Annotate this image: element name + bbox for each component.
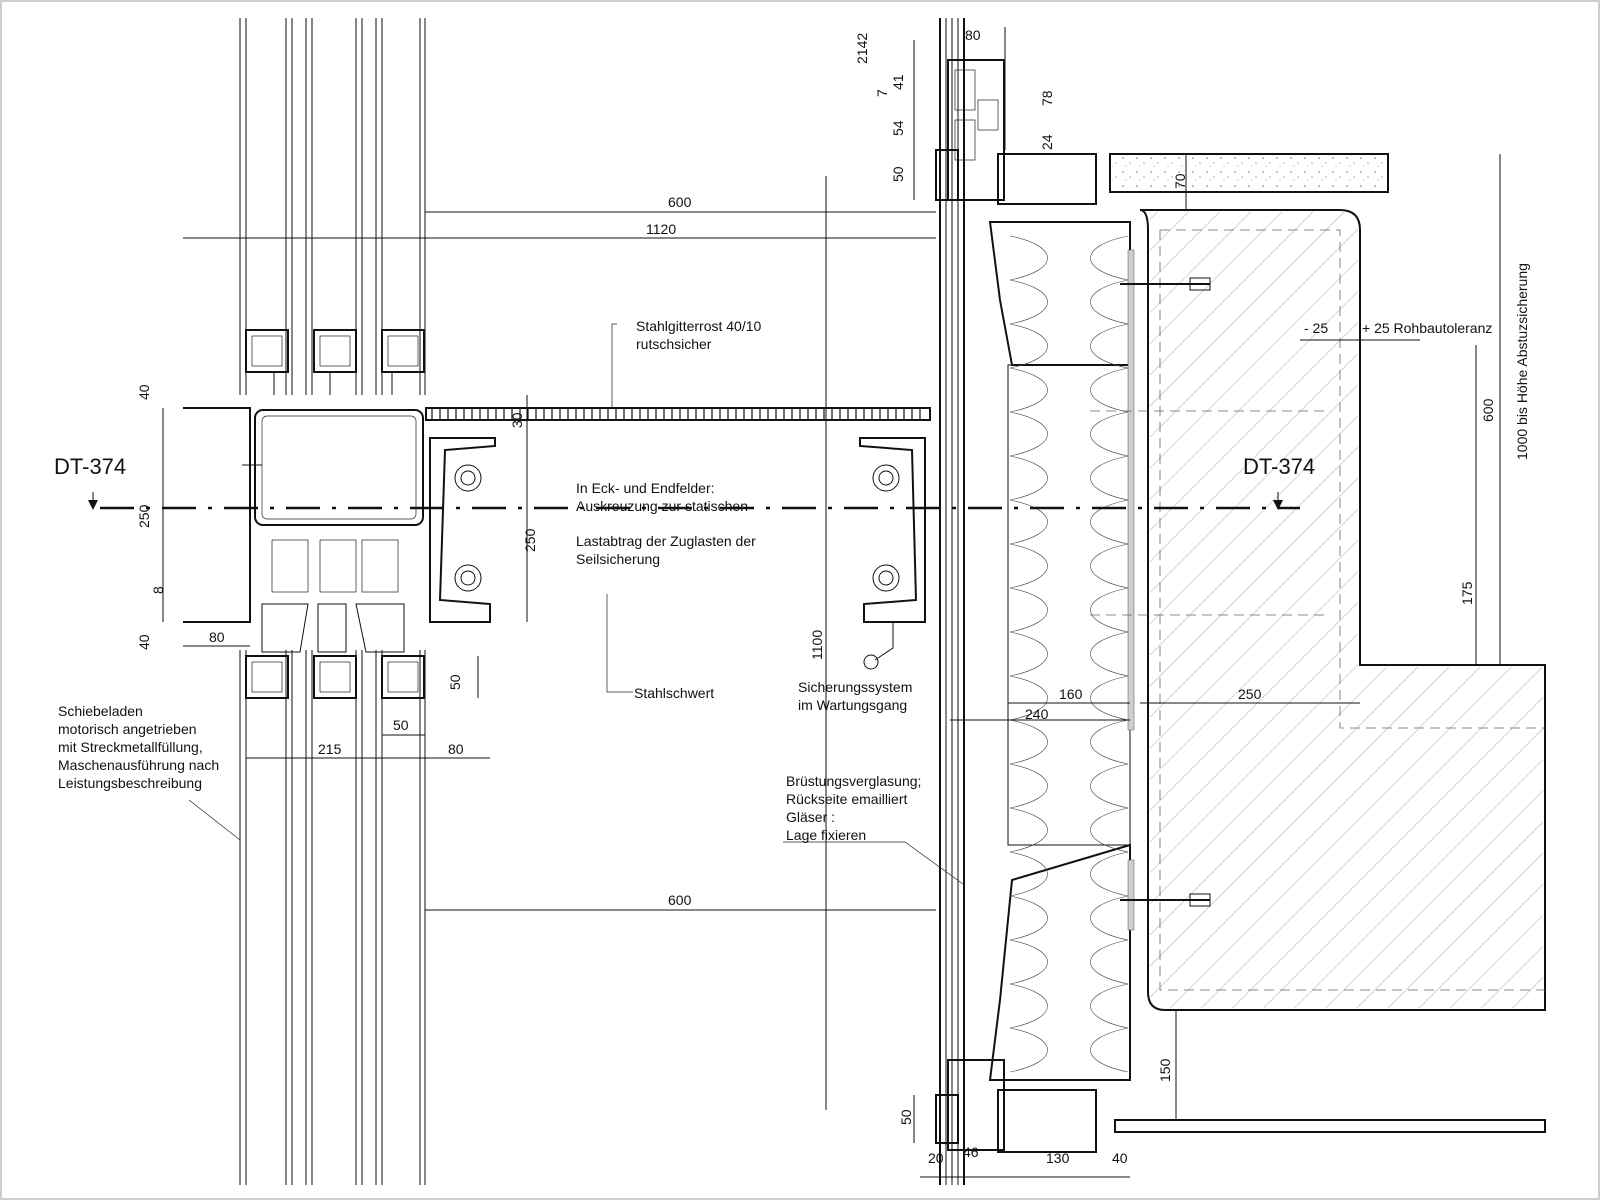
label-grating-1: Stahlgitterrost 40/10 [636,318,762,334]
section-mark-left: DT-374 [54,454,126,479]
label-corner-1: In Eck- und Endfelder: [576,480,715,496]
dim-80-left: 80 [209,629,225,645]
dim-1120: 1120 [646,221,676,237]
section-line [88,492,1300,510]
label-safety-1: Sicherungssystem [798,679,912,695]
dim-130: 130 [1046,1150,1070,1166]
label-height-note: 1000 bis Höhe Abstuzsicherung [1514,263,1530,460]
label-shutter-2: motorisch angetrieben [58,721,197,737]
dim-80-top: 80 [965,27,981,43]
label-shutter-4: Maschenausführung nach [58,757,219,773]
dim-40-bottom: 40 [1112,1150,1128,1166]
leader-lines [188,323,964,885]
dim-30: 30 [509,412,525,428]
label-grating-2: rutschsicher [636,336,712,352]
label-shutter-3: mit Streckmetallfüllung, [58,739,203,755]
dim-46: 46 [963,1144,979,1160]
label-tolerance: + 25 Rohbautoleranz [1362,320,1492,336]
label-corner-3: Lastabtrag der Zuglasten der [576,533,756,549]
dimension-lines [162,27,1501,1178]
dim-50-vertical: 50 [447,674,463,690]
label-shutter-1: Schiebeladen [58,703,143,719]
dim-600-right: 600 [1480,398,1496,422]
dim-7: 7 [874,89,890,97]
label-corner-4: Seilsicherung [576,551,660,567]
dim-54: 54 [890,120,906,136]
dim-250-mid: 250 [522,528,538,552]
shutter-rails [239,18,426,1185]
steel-grating [425,407,931,421]
dim-215: 215 [318,741,342,757]
dim-250-left: 250 [136,504,152,528]
steel-sword [429,437,926,670]
label-glazing-4: Lage fixieren [786,827,866,843]
dim-78: 78 [1039,90,1055,106]
dim-8: 8 [150,586,166,594]
steel-channel [183,407,424,653]
dim-minus-25: - 25 [1304,320,1328,336]
dim-80-right: 80 [448,741,464,757]
dim-175: 175 [1459,581,1475,605]
anchors [1090,277,1330,907]
dim-41: 41 [890,74,906,90]
label-sword: Stahlschwert [634,685,714,701]
dim-24: 24 [1039,134,1055,150]
label-safety-2: im Wartungsgang [798,697,907,713]
label-corner-2: Auskreuzung zur statischen [576,498,748,514]
insulation-panel [988,221,1135,1081]
label-shutter-5: Leistungsbeschreibung [58,775,202,791]
dim-20: 20 [928,1150,944,1166]
dim-160: 160 [1059,686,1083,702]
dim-150: 150 [1157,1058,1173,1082]
dim-240: 240 [1025,706,1049,722]
dim-2142: 2142 [854,33,870,64]
dim-40-b: 40 [136,634,152,650]
facade-glazing [935,18,1097,1185]
dim-250-right: 250 [1238,686,1262,702]
label-glazing-3: Gläser : [786,809,835,825]
dim-70: 70 [1172,173,1188,189]
roller-trolleys [261,539,405,653]
dim-600-bottom: 600 [668,892,692,908]
label-glazing-1: Brüstungsverglasung; [786,773,921,789]
label-glazing-2: Rückseite emailliert [786,791,907,807]
dim-50-horizontal: 50 [393,717,409,733]
dim-600-top: 600 [668,194,692,210]
section-mark-right: DT-374 [1243,454,1315,479]
dim-1100: 1100 [809,630,825,660]
dim-50-bottom: 50 [898,1109,914,1125]
dim-50-top: 50 [890,166,906,182]
dim-40-a: 40 [136,384,152,400]
concrete-slab [1109,153,1546,1133]
